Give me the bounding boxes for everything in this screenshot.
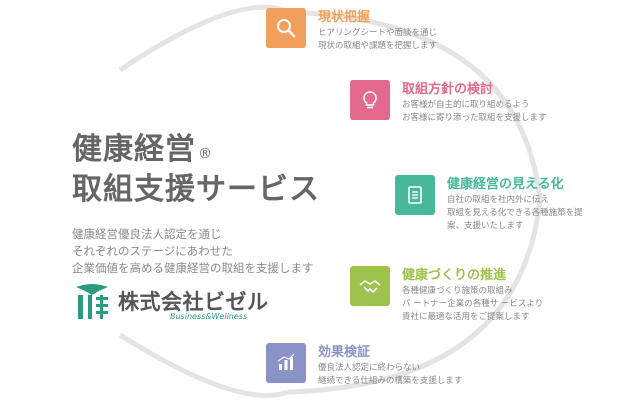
step-title: 現状把握	[318, 10, 371, 25]
service-description: 健康経営優良法人認定を通じ それぞれのステージにあわせた 企業価値を高める健康経…	[72, 226, 314, 277]
step-icon-box	[350, 80, 390, 120]
step-line: パ ートナー企業の各種サ ービスより	[402, 299, 544, 309]
step-line: お客様に寄り添った取組を支援します	[402, 113, 547, 123]
step-icon-box	[266, 8, 306, 48]
step-icon-box	[395, 175, 435, 215]
step-icon-box	[266, 343, 306, 383]
main-title: 健康経営® 取組支援サービス	[72, 130, 320, 210]
bar-chart-icon	[277, 353, 295, 370]
description-line: 企業価値を高める健康経営の取組を支援します	[72, 261, 314, 275]
company-tagline: Business&Wellness	[170, 312, 248, 321]
step-line: 優良法人認定に終わらない	[318, 363, 421, 373]
step-description: お客様が自主的に取り組めるよう お客様に寄り添った取組を支援します	[402, 99, 547, 125]
step-line: お客様が自主的に取り組めるよう	[402, 100, 530, 110]
step-line: 自社の取組を社内外に伝え	[447, 195, 550, 205]
company-name: 株式会社ビゼル	[118, 290, 269, 314]
handshake-icon	[359, 280, 381, 293]
company-logo: 株式会社ビゼル Business&Wellness	[72, 281, 312, 325]
step-icon-box	[350, 266, 390, 306]
bizel-logo-icon	[76, 284, 108, 319]
step-line: 継続できる仕組みの構築を支援します	[318, 376, 463, 386]
step-description: 各種健康づくり施策の取組み パ ートナー企業の各種サ ービスより 貴社に最適な活…	[402, 285, 543, 324]
registered-mark: ®	[198, 146, 213, 162]
description-line: それぞれのステージにあわせた	[72, 244, 233, 258]
title-line-1: 健康経営	[72, 132, 196, 167]
step-description: ヒアリングシートや面談を通じ 現状の取組や課題を把握します	[318, 27, 437, 53]
step-line: 案、支援いたします	[447, 221, 524, 231]
step-line: 貴社に最適な活用をご提案します	[402, 312, 530, 322]
magnifier-icon	[277, 19, 296, 38]
step-line: 各種健康づくり施策の取組み	[402, 286, 513, 296]
step-description: 優良法人認定に終わらない 継続できる仕組みの構築を支援します	[318, 362, 462, 388]
title-line-2: 取組支援サービス	[72, 172, 320, 207]
step-title: 効果検証	[318, 345, 371, 360]
step-title: 健康づくりの推進	[402, 268, 507, 283]
clipboard-icon	[408, 186, 422, 204]
step-line: 現状の取組や課題を把握します	[318, 41, 438, 51]
step-line: 取組を見える化できる各種施策を提	[447, 208, 583, 218]
lightbulb-icon	[363, 91, 377, 109]
step-line: ヒアリングシートや面談を通じ	[318, 28, 438, 38]
step-description: 自社の取組を社内外に伝え 取組を見える化できる各種施策を提 案、支援いたします	[447, 194, 583, 233]
step-title: 取組方針の検討	[402, 82, 494, 97]
step-title: 健康経営の見える化	[447, 177, 564, 192]
description-line: 健康経営優良法人認定を通じ	[72, 227, 222, 241]
